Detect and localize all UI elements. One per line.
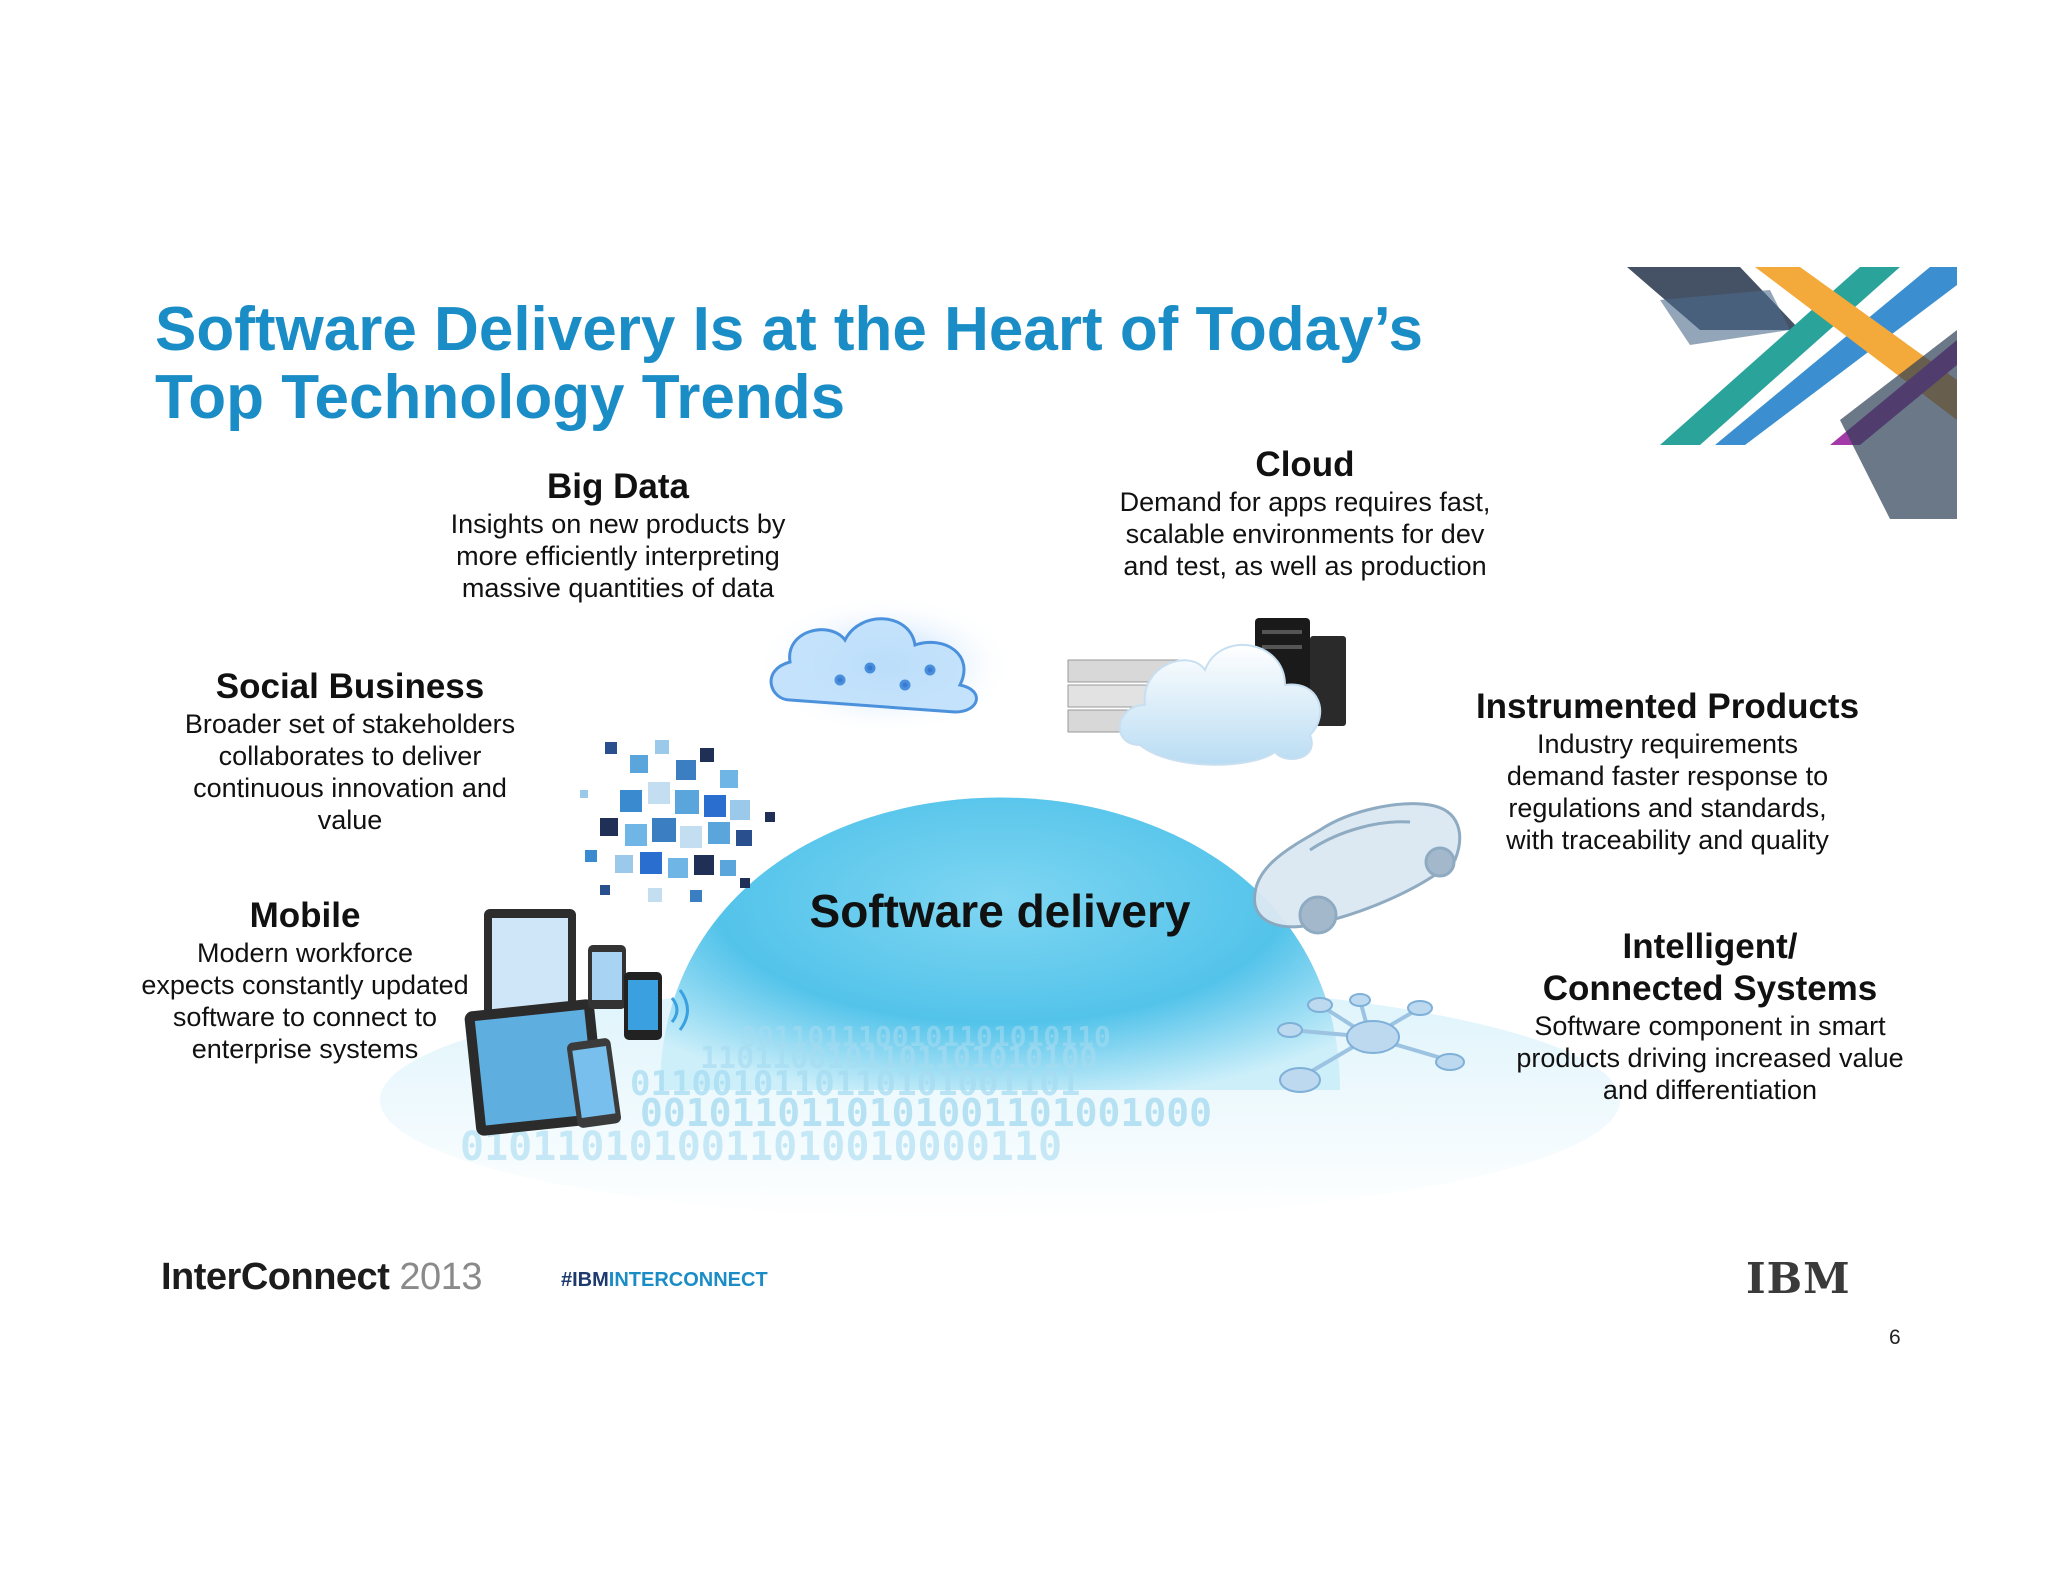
binary-row-2: 1101100101101101010100: [700, 1041, 1097, 1076]
title-line-1: Software Delivery Is at the Heart of Tod…: [155, 295, 1423, 364]
instrumented-products-heading: Instrumented Products: [1475, 687, 1860, 726]
trend-intelligent-systems: Intelligent/ Connected Systems Software …: [1490, 926, 1930, 1106]
cloud-servers-icon: [1067, 618, 1346, 766]
cloud-description: Demand for apps requires fast, scalable …: [1119, 487, 1491, 581]
cloud-heading: Cloud: [1255, 445, 1355, 484]
intelligent-heading-line-1: Intelligent/: [1622, 927, 1798, 966]
intelligent-heading-line-2: Connected Systems: [1542, 969, 1878, 1008]
big-data-description: Insights on new products by more efficie…: [450, 509, 786, 603]
interconnect-logo: InterConnect 2013: [161, 1256, 482, 1299]
ibm-logo: IBM: [1746, 1254, 1851, 1303]
binary-stream: 0011011100101101010110 11011001011011010…: [460, 1020, 1212, 1170]
social-business-heading: Social Business: [215, 667, 485, 706]
page-number: 6: [1889, 1326, 1901, 1349]
binary-row-1: 0011011100101101010110: [740, 1020, 1111, 1053]
hashtag: #IBMINTERCONNECT: [561, 1269, 768, 1292]
hashtag-ibm: #IBM: [561, 1269, 609, 1291]
connected-car-icon: [1253, 802, 1462, 935]
mobile-description: Modern workforce expects constantly upda…: [141, 938, 469, 1064]
binary-row-3: 0110010110110101001101: [630, 1064, 1080, 1104]
mobile-heading: Mobile: [249, 896, 361, 935]
trend-social-business: Social Business Broader set of stakehold…: [160, 666, 540, 836]
slide-title: Software Delivery Is at the Heart of Tod…: [155, 296, 1555, 432]
instrumented-products-description: Industry requirements demand faster resp…: [1506, 729, 1829, 855]
trend-instrumented-products: Instrumented Products Industry requireme…: [1455, 686, 1880, 856]
big-data-cloud-icon: [769, 617, 978, 714]
trend-big-data: Big Data Insights on new products by mor…: [418, 466, 818, 604]
binary-row-5: 0101101010011010010000110: [460, 1124, 1062, 1170]
software-delivery-dome: [660, 797, 1340, 1090]
connected-nodes: [1277, 993, 1465, 1093]
trend-cloud: Cloud Demand for apps requires fast, sca…: [1090, 444, 1520, 582]
interconnect-year: 2013: [399, 1256, 482, 1298]
software-delivery-label: Software delivery: [809, 885, 1191, 937]
interconnect-brand: InterConnect: [161, 1256, 390, 1298]
binary-row-4: 0010110110101001101001000: [640, 1091, 1212, 1135]
trend-mobile: Mobile Modern workforce expects constant…: [120, 895, 490, 1065]
social-network-icon: [580, 740, 775, 902]
title-line-2: Top Technology Trends: [155, 363, 846, 432]
mobile-devices-icon: [464, 909, 689, 1136]
big-data-heading: Big Data: [547, 467, 689, 506]
social-business-description: Broader set of stakeholders collaborates…: [184, 709, 516, 835]
intelligent-description: Software component in smart products dri…: [1516, 1011, 1904, 1105]
corner-graphic: [1627, 267, 1957, 519]
hashtag-interconnect: INTERCONNECT: [608, 1269, 768, 1291]
